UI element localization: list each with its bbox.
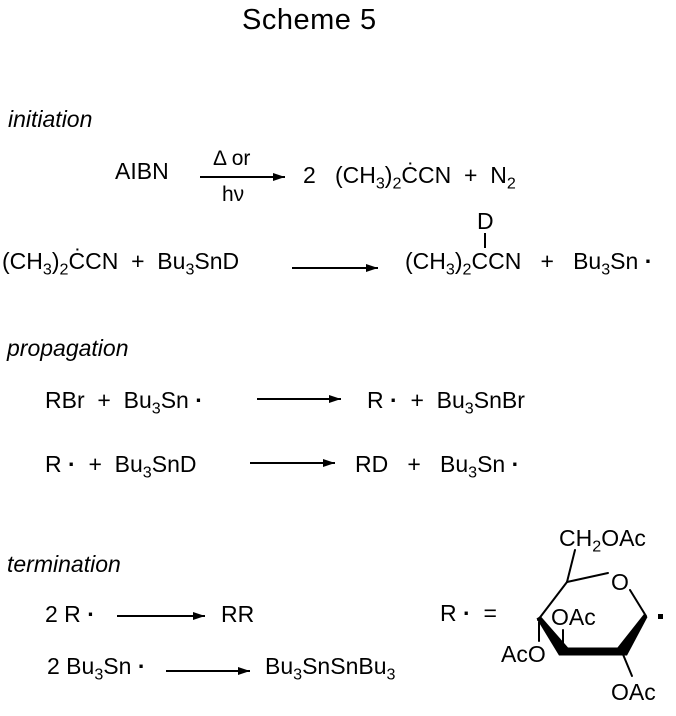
termination-eq2-products: Bu3SnSnBu3 <box>265 653 396 684</box>
wedge-bond-c1-c2 <box>617 614 648 656</box>
bond-c5-ring-oxygen <box>566 572 609 583</box>
bond-c5-ch2oac <box>566 549 576 583</box>
initiation-eq2-products: (CH3)2CCN + Bu3Sn · <box>405 248 653 279</box>
termination-eq2-reaction-arrow <box>166 670 250 672</box>
section-label-propagation: propagation <box>7 335 129 361</box>
propagation-eq2-reaction-arrow <box>250 462 335 464</box>
sugar-structure-drawing <box>536 549 648 677</box>
bold-bond-c3-c2 <box>559 647 627 656</box>
wedge-bond-c4-c3 <box>536 616 568 656</box>
termination-eq1-reaction-arrow <box>117 615 205 617</box>
initiation-eq1-condition-above: Δ or <box>213 147 251 170</box>
initiation-eq1-reactant: AIBN <box>115 158 169 184</box>
propagation-eq1-reaction-arrow <box>257 398 341 400</box>
bond-c2-oac <box>621 651 633 677</box>
ch2oac-group-label: CH2OAc <box>559 525 646 556</box>
propagation-eq1-products: R · + Bu3SnBr <box>367 387 525 418</box>
deuterium-label: D <box>477 208 494 234</box>
deuterium-bond <box>484 233 486 248</box>
initiation-eq1-products: 2 (CH3)2ĊCN + N2 <box>303 162 516 193</box>
bond-ring-oxygen-c1 <box>629 589 647 617</box>
section-label-termination: termination <box>7 551 121 577</box>
propagation-eq2-products: RD + Bu3Sn · <box>355 451 520 482</box>
propagation-eq1-reactants: RBr + Bu3Sn · <box>45 387 203 418</box>
initiation-eq2-reaction-arrow <box>292 267 378 269</box>
ring-oxygen-label: O <box>611 569 629 595</box>
section-label-initiation: initiation <box>8 106 93 132</box>
termination-eq1-products: RR <box>221 601 255 627</box>
termination-eq1-reactants: 2 R · <box>45 601 95 627</box>
propagation-eq2-reactants: R · + Bu3SnD <box>45 451 197 482</box>
r-radical-definition: R · = <box>440 600 497 626</box>
bond-c4-c5 <box>537 581 568 621</box>
anomeric-radical-dot <box>658 614 663 619</box>
termination-eq2-reactants: 2 Bu3Sn · <box>47 653 146 684</box>
oac-c3-group-label: OAc <box>551 604 596 630</box>
initiation-eq2-reactants: (CH3)2ĊCN + Bu3SnD <box>2 248 240 279</box>
initiation-eq1-condition-below: hν <box>222 183 245 206</box>
scheme-title: Scheme 5 <box>242 4 377 36</box>
initiation-eq1-reaction-arrow <box>200 176 285 178</box>
oac-c2-group-label: OAc <box>611 679 656 705</box>
aco-c4-group-label: AcO <box>501 641 546 667</box>
